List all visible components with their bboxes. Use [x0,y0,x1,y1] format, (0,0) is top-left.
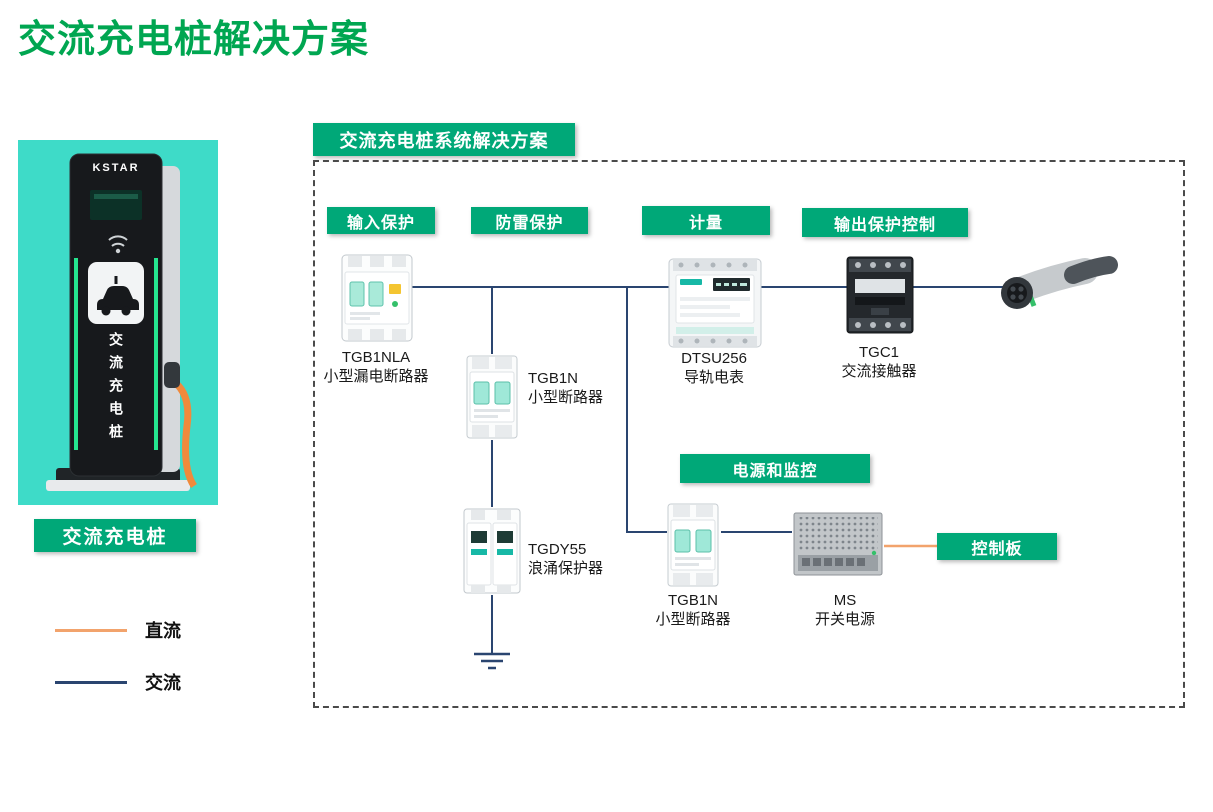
meter-desc: 导轨电表 [683,369,744,386]
badge-input-protection: 输入保护 [327,207,435,234]
diagram-box: 输入保护 防雷保护 计量 输出保护控制 电源和监控 控制板 [313,160,1185,708]
badge-metering: 计量 [642,206,770,235]
pile-brand: KSTAR [92,162,140,174]
mcb-top-model: TGB1N [528,370,579,387]
contactor-model: TGC1 [858,344,899,361]
mcb-bottom-model: TGB1N [667,592,718,609]
legend-item-ac: 交流 [55,670,181,694]
charging-gun-image [993,247,1118,337]
psu-label: MS 开关电源 [790,591,900,629]
mcb-bottom-desc: 小型断路器 [655,611,731,628]
psu-image [792,509,884,581]
mcb-top-image [466,354,518,440]
badge-power-and-monitoring: 电源和监控 [680,454,870,483]
legend-label-dc: 直流 [145,621,181,641]
mcb-top-desc: 小型断路器 [528,389,604,406]
legend-item-dc: 直流 [55,618,181,642]
dc-line-swatch [55,628,127,632]
spd-image [463,507,521,595]
badge-lightning-protection: 防雷保护 [471,207,588,234]
spd-label: TGDY55 浪涌保护器 [528,540,638,578]
psu-desc: 开关电源 [814,611,875,628]
meter-image [667,257,763,349]
charging-pile-photo: KSTAR 交流充电桩 [18,140,218,505]
ground-symbol [474,652,510,670]
ac-line-swatch [55,680,127,684]
contactor-desc: 交流接触器 [841,363,917,380]
mcb-bottom-label: TGB1N 小型断路器 [638,591,748,629]
spd-model: TGDY55 [528,541,587,558]
charging-pile-art [46,153,198,491]
rcbo-label: TGB1NLA 小型漏电断路器 [309,348,443,386]
meter-label: DTSU256 导轨电表 [654,349,774,387]
spd-desc: 浪涌保护器 [528,560,604,577]
psu-model: MS [833,592,857,609]
rcbo-image [341,252,413,344]
meter-model: DTSU256 [681,350,747,367]
pile-vertical-label: 交流充电桩 [108,332,124,447]
contactor-image [845,255,915,335]
rcbo-desc: 小型漏电断路器 [323,368,429,385]
legend-label-ac: 交流 [145,673,181,693]
diagram-header-badge: 交流充电桩系统解决方案 [313,123,575,156]
mcb-top-label: TGB1N 小型断路器 [528,369,638,407]
charging-pile-label-badge: 交流充电桩 [34,519,196,552]
badge-output-protection-control: 输出保护控制 [802,208,968,237]
page-title: 交流充电桩解决方案 [18,19,370,61]
rcbo-model: TGB1NLA [341,349,411,366]
badge-control-board: 控制板 [937,533,1057,560]
mcb-bottom-image [667,502,719,588]
contactor-label: TGC1 交流接触器 [819,343,939,381]
wiring-lines [412,286,1005,670]
